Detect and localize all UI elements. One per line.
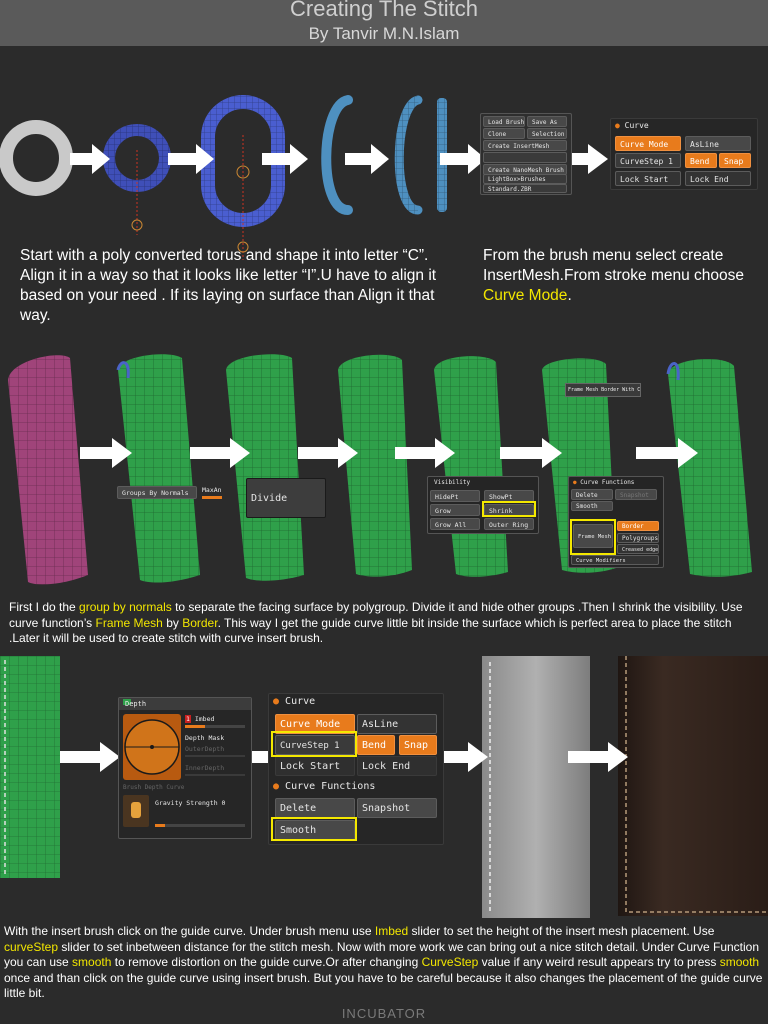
curve-mode-button-large[interactable]: Curve Mode (275, 714, 355, 734)
section3-text: With the insert brush click on the guide… (4, 924, 763, 1000)
hidept-button[interactable]: HidePt (430, 490, 480, 502)
depth-panel: Depth 1 Imbed Depth Mask OuterDepth Inne… (118, 697, 252, 839)
imbed-label[interactable]: 1 Imbed (185, 715, 215, 723)
inner-depth-slider[interactable] (185, 774, 245, 776)
cf-delete-button[interactable]: Delete (571, 489, 613, 500)
brush-depth-curve-label: Brush Depth Curve (123, 784, 185, 791)
shrink-highlight-box (482, 501, 536, 517)
depth-title: Depth (125, 700, 147, 708)
strap-mesh-illustration (8, 354, 752, 585)
asline-button[interactable]: AsLine (685, 136, 751, 151)
snap-button[interactable]: Snap (719, 153, 751, 168)
c-shape-torus (321, 95, 353, 215)
imbed-slider-track[interactable] (185, 725, 245, 728)
outer-ring-button[interactable]: Outer Ring (484, 518, 534, 530)
curvestep-highlight-box (271, 731, 357, 757)
clone-button[interactable]: Clone (483, 128, 525, 139)
frame-mesh-button[interactable]: Frame Mesh (573, 524, 613, 548)
curvestep-slider[interactable]: CurveStep 1 (615, 153, 681, 168)
outer-depth-slider[interactable] (185, 755, 245, 757)
creased-edges-toggle[interactable]: Creased edges (617, 544, 659, 554)
menu-item-blank[interactable] (483, 152, 567, 163)
curve-functions-large-title: ● Curve Functions (273, 781, 376, 792)
grow-all-button[interactable]: Grow All (430, 518, 480, 530)
green-strap-group (116, 354, 752, 583)
gravity-slider[interactable] (155, 824, 245, 827)
snap-button-large[interactable]: Snap (399, 735, 437, 755)
curve-functions-panel: ● Curve Functions Delete Snapshot Smooth… (568, 476, 664, 568)
gravity-strength-label[interactable]: Gravity Strength 0 (155, 799, 226, 807)
curve-panel-small: ● Curve Curve Mode AsLine CurveStep 1 Be… (610, 118, 758, 190)
gray-strap (482, 656, 590, 918)
group-by-normals-highlight: group by normals (79, 600, 172, 614)
curve-functions-title: ● Curve Functions (573, 479, 635, 486)
page-author: By Tanvir M.N.Islam (308, 24, 460, 43)
leather-strap (618, 656, 768, 916)
inner-depth-label[interactable]: InnerDepth (185, 764, 225, 772)
section1-left-text: Start with a poly converted torus and sh… (20, 247, 437, 324)
depth-title-bar (119, 698, 251, 710)
curve-mode-button[interactable]: Curve Mode (615, 136, 681, 151)
maxangle-slider-fill[interactable] (202, 496, 222, 499)
page-title: Creating The Stitch (290, 0, 478, 21)
section2-text: First I do the group by normals to separ… (9, 600, 743, 645)
gravity-icon-figure (131, 802, 141, 818)
asline-button-large[interactable]: AsLine (357, 714, 437, 734)
smooth-highlight-1: smooth (72, 955, 112, 969)
lock-end-button-large[interactable]: Lock End (357, 756, 437, 776)
curve-panel-title: ● Curve (615, 121, 649, 130)
curve-modifiers-section[interactable]: Curve Modifiers (571, 555, 659, 565)
section1-right-text: From the brush menu select create Insert… (483, 247, 745, 304)
bend-button[interactable]: Bend (685, 153, 717, 168)
cf-snapshot-button[interactable]: Snapshot (615, 489, 657, 500)
polygroups-toggle[interactable]: Polygroups (617, 533, 659, 543)
lock-start-button[interactable]: Lock Start (615, 171, 681, 186)
curve-panel-large-title: ● Curve (273, 696, 316, 707)
incubator-logo: INCUBATOR (341, 1006, 427, 1021)
curvestep-highlight: curveStep (4, 939, 59, 954)
frame-mesh-highlight: Frame Mesh (95, 615, 163, 630)
load-brush-button[interactable]: Load Brush (483, 116, 525, 127)
lightbox-brushes-button[interactable]: LightBox>Brushes (483, 174, 567, 184)
save-as-button[interactable]: Save As (527, 116, 567, 127)
snapshot-button-large[interactable]: Snapshot (357, 798, 437, 818)
frame-mesh-highlight-box (570, 519, 616, 555)
visibility-title: Visibility (434, 479, 471, 486)
depth-curve-icon[interactable] (123, 714, 181, 780)
border-highlight: Border (182, 615, 218, 630)
grow-button[interactable]: Grow (430, 504, 480, 516)
depth-mask-label[interactable]: Depth Mask (185, 734, 225, 742)
curve-mode-highlight: Curve Mode (483, 287, 568, 304)
visibility-panel: Visibility HidePt ShowPt Grow Shrink Gro… (427, 476, 539, 534)
arrows-row-1 (70, 144, 608, 174)
curve-panel-large: ● Curve Curve Mode AsLine CurveStep 1 Be… (268, 693, 444, 845)
cf-smooth-button[interactable]: Smooth (571, 501, 613, 511)
divide-button[interactable]: Divide (246, 478, 326, 518)
white-torus (0, 120, 73, 196)
bend-button-large[interactable]: Bend (357, 735, 395, 755)
create-insertmesh-button[interactable]: Create InsertMesh (483, 140, 567, 151)
smooth-highlight-2: smooth (719, 955, 760, 969)
maxangle-slider-label[interactable]: MaxAn (202, 486, 222, 494)
standard-brush-slider[interactable]: Standard.ZBR (483, 184, 567, 193)
lock-start-button-large[interactable]: Lock Start (275, 756, 355, 776)
brush-menu-panel: Load Brush Save As Clone Selection Creat… (480, 113, 572, 195)
border-toggle[interactable]: Border (617, 521, 659, 531)
groups-by-normals-button[interactable]: Groups By Normals (117, 486, 197, 499)
lock-end-button[interactable]: Lock End (685, 171, 751, 186)
selection-button[interactable]: Selection (527, 128, 567, 139)
depth-indicator-icon (123, 699, 131, 705)
delete-button-large[interactable]: Delete (275, 798, 355, 818)
frame-mesh-tooltip: Frame Mesh Border With Curv (565, 383, 641, 397)
stitch-result-illustration (0, 656, 768, 918)
outer-depth-label[interactable]: OuterDepth (185, 745, 225, 753)
curvestep-highlight-2: CurveStep (421, 955, 479, 969)
smooth-highlight-box (271, 817, 357, 841)
page-header: Creating The Stitch By Tanvir M.N.Islam (0, 0, 768, 46)
imbed-highlight: Imbed (374, 924, 409, 938)
curvestep-slider-large[interactable]: CurveStep 1 (275, 735, 355, 755)
